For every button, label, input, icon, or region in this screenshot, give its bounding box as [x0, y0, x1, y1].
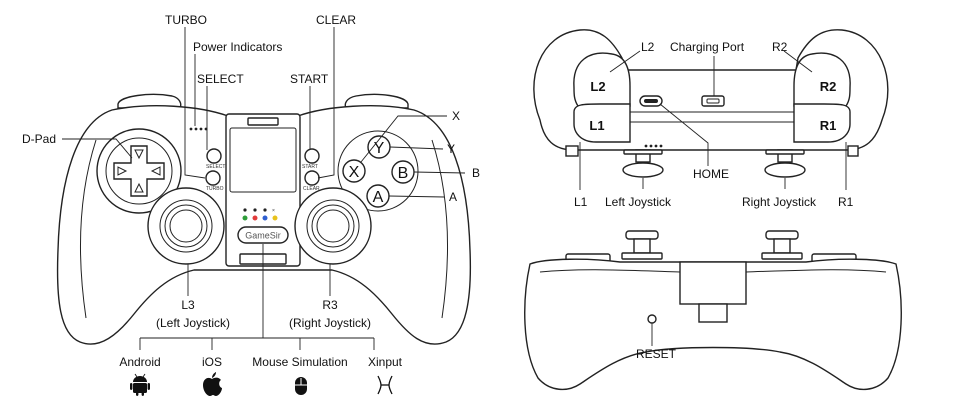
front-right-shoulder — [344, 93, 409, 109]
a-button-label: A — [373, 189, 384, 206]
a-label: A — [449, 190, 457, 204]
face-button-ring — [337, 130, 419, 212]
xinput-led — [272, 215, 278, 221]
mode-label-mouse: Mouse Simulation — [252, 355, 347, 369]
bottom-right-joystick[interactable] — [761, 230, 803, 260]
left-joystick-label: Left Joystick — [605, 195, 672, 209]
front-right-grip-line — [431, 139, 448, 319]
r2-label: R2 — [772, 40, 788, 54]
turbo-button[interactable] — [205, 170, 221, 186]
x-button-label: X — [349, 164, 360, 181]
r3-sub-label: (Right Joystick) — [289, 316, 371, 330]
front-view: SELECT TURBO START CLEAR X Y B A — [22, 13, 480, 396]
turbo-label: TURBO — [165, 13, 207, 27]
r2-trigger[interactable]: R2 — [793, 52, 851, 107]
select-label: SELECT — [197, 72, 244, 86]
b-button-label: B — [398, 165, 409, 182]
l3-sub-label: (Left Joystick) — [156, 316, 230, 330]
top-right-bracket — [847, 145, 859, 157]
reset-button[interactable] — [647, 314, 657, 324]
l1-bumper[interactable]: L1 — [573, 103, 631, 143]
clear-button[interactable] — [304, 170, 320, 186]
bottom-controller-body — [524, 258, 902, 391]
r1-bumper[interactable]: R1 — [793, 103, 851, 143]
l2-label: L2 — [641, 40, 655, 54]
front-leader-lines — [62, 27, 466, 350]
top-left-bracket — [565, 145, 579, 157]
dpad[interactable] — [96, 128, 182, 214]
gamesir-logo-badge — [237, 226, 289, 244]
top-right-joystick[interactable] — [764, 149, 806, 178]
y-button[interactable]: Y — [367, 135, 391, 159]
start-caption: START — [302, 164, 318, 170]
turbo-caption: TURBO — [206, 186, 224, 192]
top-indicator-dots — [644, 144, 663, 148]
l2-trigger[interactable]: L2 — [573, 52, 631, 107]
bottom-center-slot — [698, 303, 728, 323]
apple-icon — [203, 372, 222, 396]
phone-holder-screen — [229, 127, 297, 193]
select-button[interactable] — [206, 148, 222, 164]
ios-led — [252, 215, 258, 221]
r3-label: R3 — [322, 298, 338, 312]
right-joystick-label: Right Joystick — [742, 195, 817, 209]
top-leader-lines — [579, 50, 847, 190]
charging-port — [701, 95, 725, 107]
android-led — [242, 215, 248, 221]
r1-bumper-label: R1 — [820, 118, 837, 133]
xinput-icon — [377, 375, 393, 395]
l1-bumper-label: L1 — [589, 118, 604, 133]
mode-label-ios: iOS — [202, 355, 222, 369]
charging-port-label: Charging Port — [670, 40, 745, 54]
clear-label: CLEAR — [316, 13, 356, 27]
top-left-joystick[interactable] — [622, 149, 664, 178]
x-label: X — [452, 109, 460, 123]
mode-indicators: × — [242, 208, 278, 221]
front-left-grip-line — [80, 139, 97, 319]
r1-label: R1 — [838, 195, 854, 209]
android-icon — [130, 373, 150, 396]
l1-label: L1 — [574, 195, 588, 209]
top-view: L2 L1 R2 R1 — [533, 29, 889, 209]
x-button[interactable]: X — [342, 159, 366, 183]
select-caption: SELECT — [206, 164, 225, 170]
b-button[interactable]: B — [391, 160, 415, 184]
home-label: HOME — [693, 167, 729, 181]
y-button-label: Y — [374, 140, 385, 157]
right-joystick[interactable] — [294, 187, 372, 265]
mouse-led — [262, 215, 268, 221]
left-joystick[interactable] — [147, 187, 225, 265]
bottom-center-tab — [679, 261, 747, 305]
l2-trigger-label: L2 — [590, 79, 605, 94]
start-label: START — [290, 72, 329, 86]
a-button[interactable]: A — [366, 184, 390, 208]
mode-label-android: Android — [119, 355, 160, 369]
bottom-left-joystick[interactable] — [621, 230, 663, 260]
start-button[interactable] — [304, 148, 320, 164]
phone-holder-top-clip — [247, 117, 279, 126]
bottom-view: RESET — [524, 230, 902, 391]
power-indicators-label: Power Indicators — [193, 40, 282, 54]
mode-label-xinput: Xinput — [368, 355, 403, 369]
l3-label: L3 — [181, 298, 195, 312]
gamesir-logo-text: GameSir — [245, 231, 281, 241]
y-label: Y — [447, 142, 455, 156]
b-label: B — [472, 166, 480, 180]
mouse-icon — [295, 377, 307, 395]
r2-trigger-label: R2 — [820, 79, 837, 94]
svg-text:×: × — [272, 208, 275, 214]
clear-caption: CLEAR — [303, 186, 320, 192]
dpad-label: D-Pad — [22, 132, 56, 146]
reset-label: RESET — [636, 347, 677, 361]
